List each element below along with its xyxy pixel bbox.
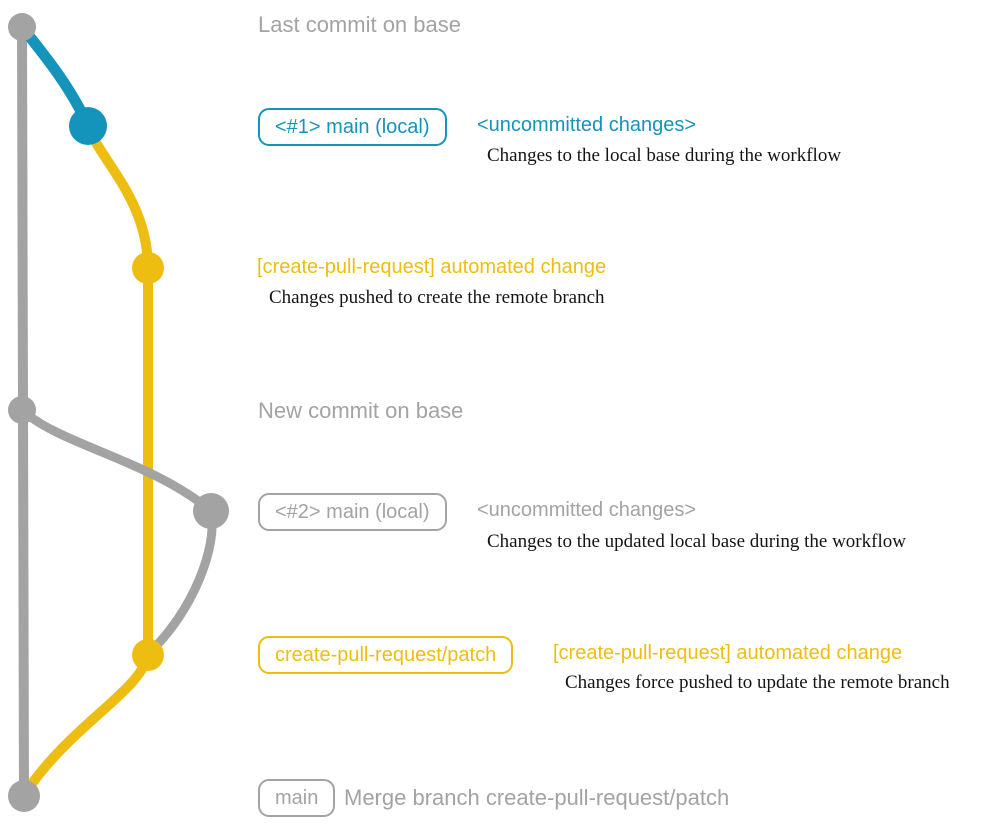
automated-change-label-1: [create-pull-request] automated change bbox=[257, 256, 607, 278]
commit-dot-merge bbox=[8, 780, 40, 812]
commit-dot-automated-2 bbox=[132, 639, 164, 671]
local-changes-branch-curve-2 bbox=[17, 405, 216, 516]
uncommitted-changes-label-1: <uncommitted changes> bbox=[477, 114, 697, 136]
commit-dot-local-2 bbox=[193, 493, 229, 529]
commit-dot-local-1 bbox=[69, 107, 107, 145]
create-pull-request-patch-badge: create-pull-request/patch bbox=[258, 636, 514, 674]
commit-dot-automated-1 bbox=[132, 252, 164, 284]
rebase-curve bbox=[145, 506, 217, 657]
commit-dot-last-base bbox=[8, 13, 36, 41]
uncommitted-changes-note-1: Changes to the local base during the wor… bbox=[487, 145, 842, 166]
main-local-1-badge: <#1> main (local) bbox=[258, 108, 447, 146]
create-pull-request-branch-line bbox=[83, 121, 153, 660]
merge-curve bbox=[19, 650, 153, 800]
merge-branch-label: Merge branch create-pull-request/patch bbox=[344, 785, 730, 810]
automated-change-label-2: [create-pull-request] automated change bbox=[553, 642, 903, 664]
automated-change-note-2: Changes force pushed to update the remot… bbox=[565, 672, 950, 693]
automated-change-note-1: Changes pushed to create the remote bran… bbox=[269, 287, 605, 308]
main-badge: main bbox=[258, 779, 336, 817]
new-commit-on-base-label: New commit on base bbox=[258, 398, 464, 423]
commit-dot-new-base bbox=[8, 396, 36, 424]
main-local-2-badge: <#2> main (local) bbox=[258, 493, 447, 531]
uncommitted-changes-note-2: Changes to the updated local base during… bbox=[487, 531, 906, 552]
uncommitted-changes-label-2: <uncommitted changes> bbox=[477, 499, 697, 521]
last-commit-on-base-label: Last commit on base bbox=[258, 12, 461, 37]
